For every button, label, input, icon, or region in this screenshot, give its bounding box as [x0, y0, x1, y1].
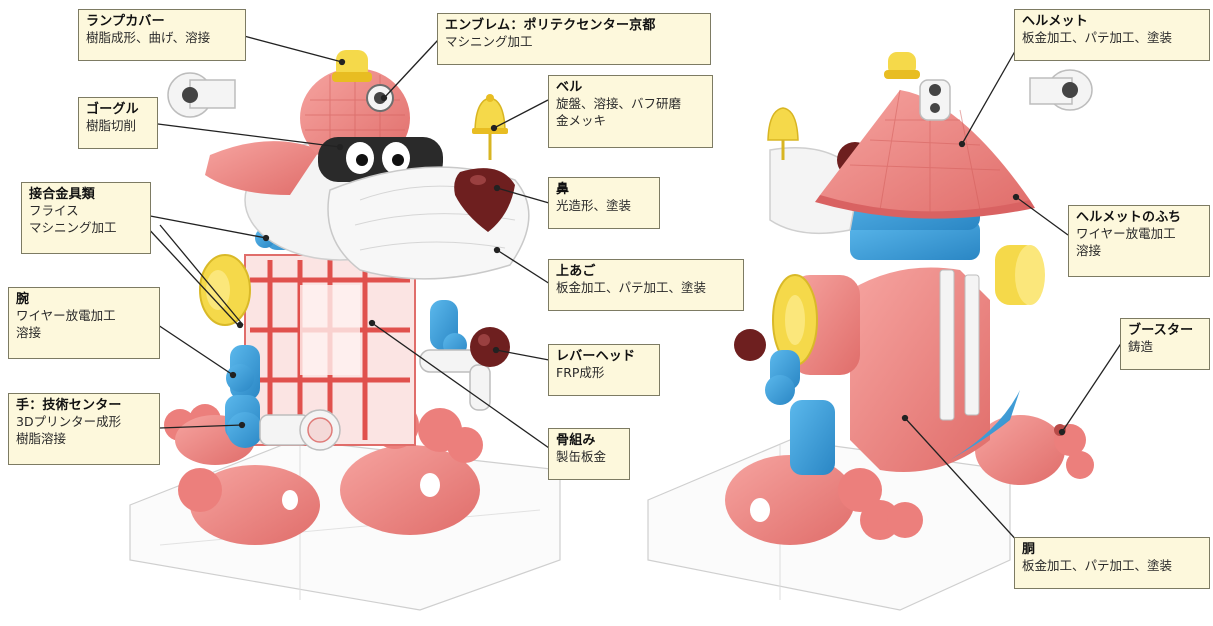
leader-bell: [493, 99, 549, 129]
callout-goggle: ゴーグル 樹脂切削: [78, 97, 158, 149]
leader-booster: [1061, 341, 1123, 433]
callout-helmet: ヘルメット 板金加工、パテ加工、塗装: [1014, 9, 1210, 61]
right-booster-drum: [772, 245, 1045, 375]
leader-lever-head: [495, 349, 550, 361]
leader-joint-1: [144, 214, 267, 239]
callout-body: 胴 板金加工、パテ加工、塗装: [1014, 537, 1210, 589]
leader-hand: [159, 424, 243, 429]
callout-line: 樹脂成形、曲げ、溶接: [86, 30, 211, 46]
callout-line: 溶接: [16, 324, 42, 340]
callout-line: マシニング加工: [29, 219, 117, 235]
callout-title: ベル: [556, 80, 583, 95]
right-foot-left: [725, 455, 923, 545]
callout-nose: 鼻 光造形、塗装: [548, 177, 660, 229]
callout-bell: ベル 旋盤、溶接、バフ研磨 金メッキ: [548, 75, 713, 148]
callout-lamp-cover: ランプカバー 樹脂成形、曲げ、溶接: [78, 9, 246, 61]
right-robot-arm: [734, 329, 835, 475]
left-robot: [129, 50, 561, 611]
callout-title: ヘルメット: [1022, 14, 1089, 29]
callout-booster: ブースター 鋳造: [1120, 318, 1210, 370]
leader-arm: [157, 324, 234, 376]
helmet-rim-part: [815, 195, 1035, 219]
callout-line: 樹脂切削: [86, 118, 137, 134]
lever-head-ball: [470, 327, 510, 367]
leader-joint-2: [159, 224, 244, 326]
callout-helmet-rim: ヘルメットのふち ワイヤー放電加工 溶接: [1068, 205, 1210, 277]
callout-line: 板金加工、パテ加工、塗装: [556, 280, 707, 296]
callout-upper-jaw: 上あご 板金加工、パテ加工、塗装: [548, 259, 744, 311]
left-hand-tool: [259, 409, 341, 451]
callout-line: 金メッキ: [556, 112, 607, 128]
callout-title: エンブレム：ポリテクセンター京都: [445, 18, 656, 33]
callout-line: 鋳造: [1128, 339, 1154, 355]
helmet-part: [820, 90, 1030, 215]
callout-title: 手：技術センター: [16, 398, 122, 413]
bell-part: [472, 94, 508, 160]
leader-lines: [144, 35, 1123, 556]
leader-helmet: [961, 45, 1019, 145]
left-foot-front-left: [164, 404, 320, 545]
leader-helmet-rim: [1015, 196, 1069, 236]
callout-lever-head: レバーヘッド FRP成形: [548, 344, 660, 396]
leader-frame: [371, 322, 550, 449]
callout-line: ワイヤー放電加工: [16, 308, 116, 324]
callout-title: 腕: [16, 292, 30, 307]
callout-title: 胴: [1022, 542, 1036, 557]
leader-lamp-cover: [243, 35, 343, 63]
leader-upper-jaw: [496, 249, 551, 285]
leader-emblem: [383, 39, 439, 99]
callout-line: 光造形、塗装: [556, 198, 632, 214]
callout-emblem: エンブレム：ポリテクセンター京都 マシニング加工: [437, 13, 711, 65]
callout-line: 3Dプリンター成形: [16, 414, 122, 430]
right-body-struts: [939, 269, 980, 421]
callout-title: ゴーグル: [86, 102, 139, 117]
callout-title: レバーヘッド: [556, 349, 636, 364]
callout-line: ワイヤー放電加工: [1076, 226, 1176, 242]
right-head: [767, 52, 1093, 235]
callout-arm: 腕 ワイヤー放電加工 溶接: [8, 287, 160, 359]
right-robot: [647, 52, 1094, 611]
callout-line: 板金加工、パテ加工、塗装: [1022, 558, 1173, 574]
callout-joint-fittings: 接合金具類 フライス マシニング加工: [21, 182, 151, 254]
left-arm: [225, 345, 263, 448]
callout-line: FRP成形: [556, 365, 605, 381]
callout-line: 旋盤、溶接、バフ研磨: [556, 96, 682, 112]
leader-goggle: [149, 122, 341, 148]
callout-title: 骨組み: [556, 433, 596, 448]
callout-title: 上あご: [556, 264, 596, 279]
left-floor-plate: [129, 439, 561, 611]
right-arm: [419, 300, 491, 411]
callout-title: ブースター: [1128, 323, 1194, 338]
callout-line: フライス: [29, 203, 79, 219]
leader-joint-3: [144, 224, 239, 326]
leader-nose: [496, 187, 550, 204]
callout-title: ランプカバー: [86, 14, 165, 29]
right-body: [850, 267, 990, 472]
right-foot-right: [975, 415, 1094, 485]
leader-body: [904, 417, 1031, 556]
callout-line: 製缶板金: [556, 449, 607, 465]
callout-title: ヘルメットのふち: [1076, 210, 1182, 225]
callout-frame: 骨組み 製缶板金: [548, 428, 630, 480]
nose-part: [454, 168, 515, 232]
callout-line: 板金加工、パテ加工、塗装: [1022, 30, 1173, 46]
callout-line: マシニング加工: [445, 34, 533, 50]
callout-hand: 手：技術センター 3Dプリンター成形 樹脂溶接: [8, 393, 160, 465]
callout-line: 樹脂溶接: [16, 430, 67, 446]
callout-title: 鼻: [556, 182, 570, 197]
callout-line: 溶接: [1076, 242, 1102, 258]
callout-title: 接合金具類: [29, 187, 96, 202]
left-head: [167, 50, 530, 280]
